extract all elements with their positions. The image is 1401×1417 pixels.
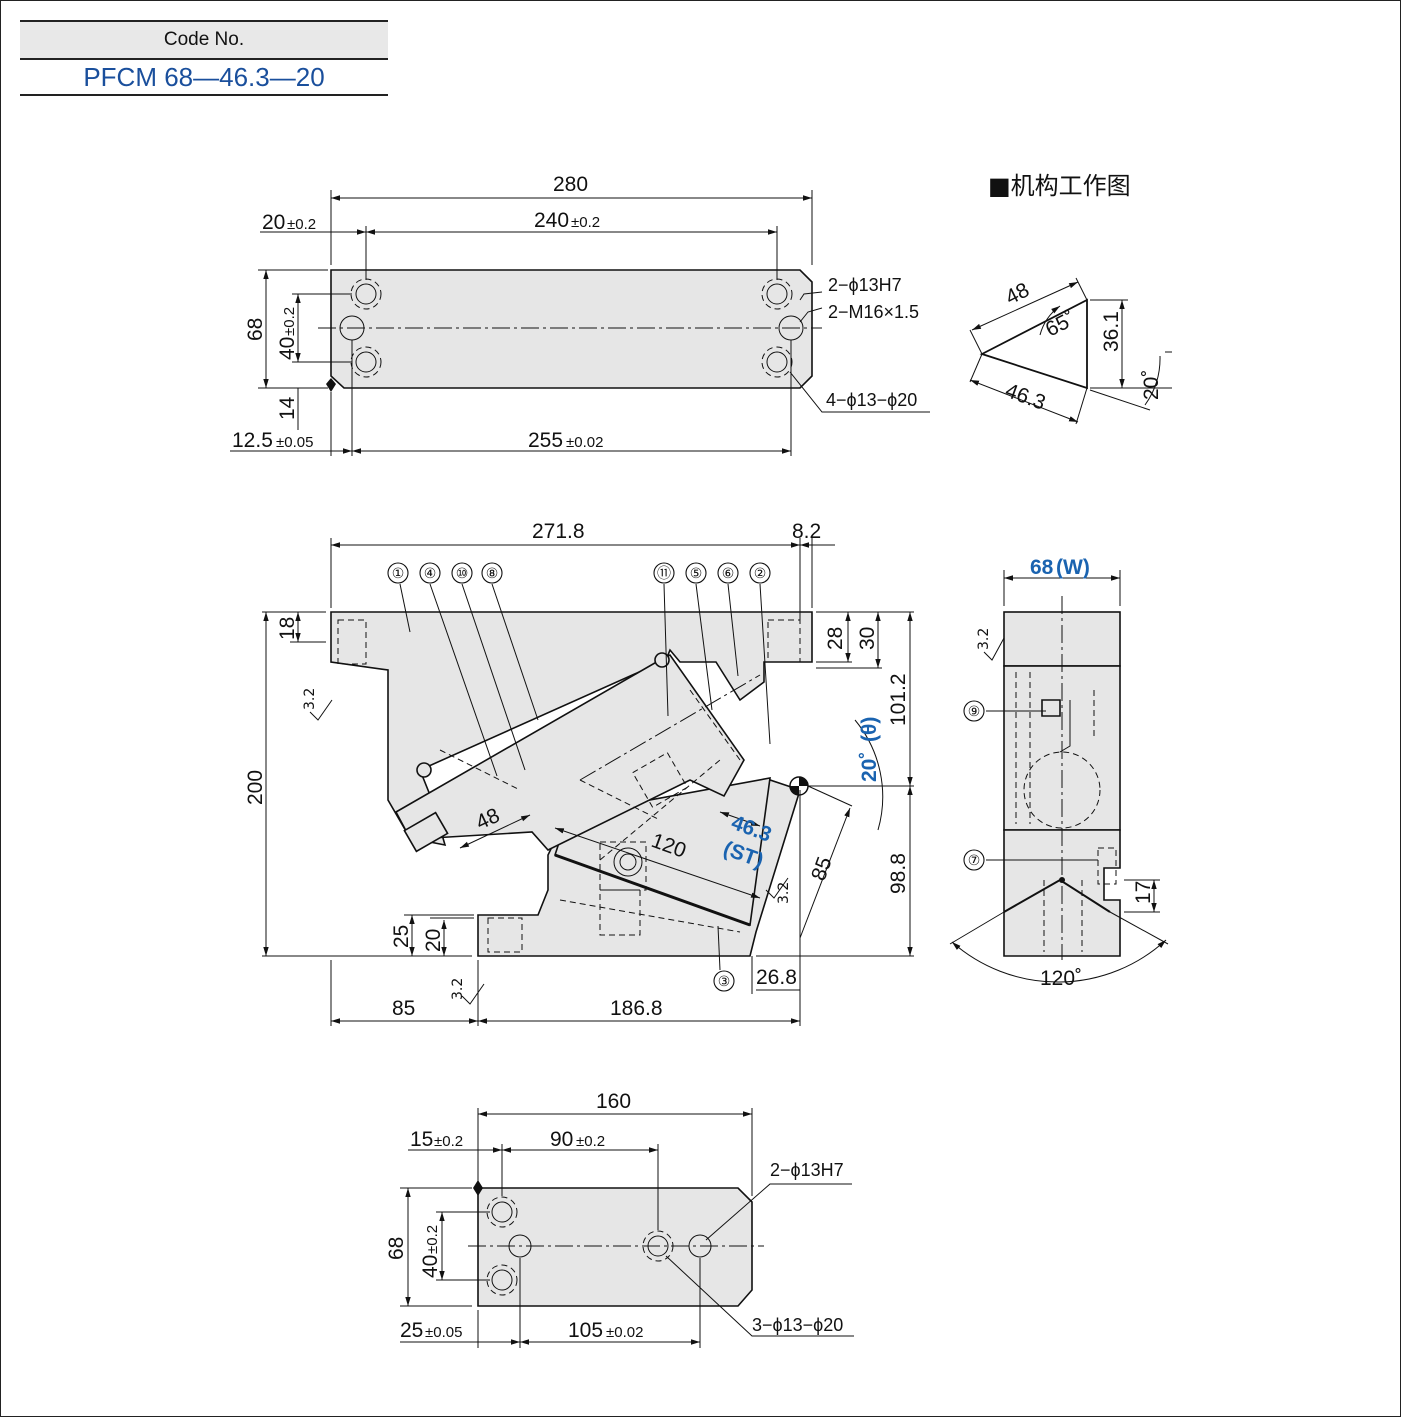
dim-90: 90 (550, 1128, 573, 1151)
dim-40-bottom: 40 (419, 1255, 442, 1278)
rough-2: 3.2 (450, 978, 466, 1000)
dim-w-label: (W) (1056, 556, 1090, 579)
dim-85: 85 (392, 997, 415, 1020)
dim-12-5: 12.5 (232, 429, 273, 452)
dim-25: 25 (390, 925, 413, 948)
mech-46-3: 46.3 (1002, 379, 1048, 415)
dim-17: 17 (1132, 881, 1155, 904)
dim-40: 40 (276, 337, 299, 360)
dim-40-bottom-tol: ±0.2 (424, 1225, 441, 1254)
top-plate-outline (330, 269, 813, 389)
dim-90-tol: ±0.2 (576, 1133, 605, 1150)
dim-101-2: 101.2 (887, 673, 910, 726)
angle-120: 120˚ (1040, 967, 1082, 990)
top-holes (339, 278, 804, 378)
callout-5: ⑤ (690, 566, 703, 582)
callout-6: ⑥ (722, 566, 735, 582)
dim-14: 14 (276, 396, 299, 420)
front-view: ① ④ ⑩ ⑧ ⑪ ⑤ ⑥ ② ③ 271.8 8.2 18 28 30 101… (244, 520, 914, 1026)
rough-3: 3.2 (776, 882, 792, 904)
callout-10: ⑩ (456, 566, 469, 582)
note-tapped-holes: 2−M16×1.5 (828, 302, 919, 322)
dim-28: 28 (824, 627, 847, 650)
dim-240: 240 (534, 209, 569, 232)
code-no-label: Code No. (20, 20, 388, 60)
dim-20: 20 (262, 211, 285, 234)
dim-30: 30 (856, 627, 879, 650)
rough-1: 3.2 (302, 688, 318, 710)
callout-9: ⑨ (968, 704, 981, 720)
part-callouts: ① ④ ⑩ ⑧ ⑪ ⑤ ⑥ ② ③ (387, 562, 771, 992)
dim-255-tol: ±0.02 (566, 434, 603, 451)
dim-15-tol: ±0.2 (434, 1133, 463, 1150)
code-no-value: PFCM 68—46.3—20 (20, 58, 388, 96)
dim-12-5-tol: ±0.05 (276, 434, 313, 451)
dim-25-bottom: 25 (400, 1319, 423, 1342)
dim-68: 68 (244, 318, 267, 341)
dim-240-tol: ±0.2 (571, 214, 600, 231)
dim-20-lower: 20 (422, 929, 445, 952)
dim-105-tol: ±0.02 (606, 1324, 643, 1341)
dim-271-8: 271.8 (532, 520, 585, 543)
dim-18: 18 (276, 617, 299, 640)
top-view: 280 20 ±0.2 240 ±0.2 68 40 ±0.2 14 12.5 … (230, 173, 930, 456)
angle-theta: (θ) (858, 717, 881, 742)
mech-36-1: 36.1 (1100, 311, 1123, 352)
bottom-plate-outline (477, 1187, 753, 1307)
dim-105: 105 (568, 1319, 603, 1342)
dim-26-8: 26.8 (756, 966, 797, 989)
dim-15: 15 (410, 1128, 433, 1151)
note-pin-holes: 2−ϕ13H7 (828, 275, 902, 295)
callout-7: ⑦ (968, 853, 981, 869)
mechanism-diagram: ■机构工作图 48 65˚ 36.1 46.3 20˚ (969, 172, 1172, 425)
callout-11: ⑪ (657, 566, 671, 582)
callout-1: ① (392, 566, 405, 582)
side-view: ⑨ ⑦ 68 (W) 17 120˚ 3.2 (949, 556, 1169, 990)
note-cb-holes: 4−ϕ13−ϕ20 (826, 390, 917, 410)
bottom-view: 160 15 ±0.2 90 ±0.2 68 40 ±0.2 25 ±0.05 … (385, 1090, 854, 1348)
mech-20: 20˚ (1140, 370, 1163, 400)
dim-68-w: 68 (1030, 556, 1054, 579)
callout-4: ④ (424, 566, 437, 582)
angle-20: 20˚ (858, 752, 881, 782)
dim-160: 160 (596, 1090, 631, 1113)
mechanism-title: ■机构工作图 (988, 172, 1131, 200)
dim-280: 280 (553, 173, 588, 196)
dim-200: 200 (244, 770, 267, 805)
callout-3: ③ (718, 974, 731, 990)
dim-68-bottom: 68 (385, 1237, 408, 1260)
dim-186-8: 186.8 (610, 997, 663, 1020)
note-bottom-pins: 2−ϕ13H7 (770, 1160, 844, 1180)
note-bottom-cb: 3−ϕ13−ϕ20 (752, 1315, 843, 1335)
dim-85-diag: 85 (807, 854, 837, 884)
rough-side: 3.2 (976, 628, 992, 650)
dim-25-bottom-tol: ±0.05 (425, 1324, 462, 1341)
dim-98-8: 98.8 (887, 853, 910, 894)
dim-255: 255 (528, 429, 563, 452)
dim-8-2: 8.2 (792, 520, 821, 543)
callout-8: ⑧ (486, 566, 499, 582)
dim-40-tol: ±0.2 (281, 307, 298, 336)
dim-20-tol: ±0.2 (287, 216, 316, 233)
callout-2: ② (754, 566, 767, 582)
